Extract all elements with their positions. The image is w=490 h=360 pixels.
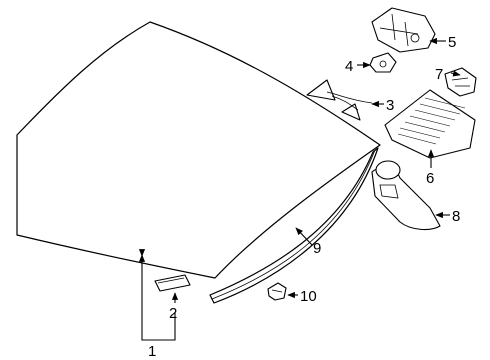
sensor-part <box>369 52 397 73</box>
callout-10-label: 10 <box>300 288 317 305</box>
retainer-clip-part <box>444 67 477 97</box>
callout-7-label: 7 <box>435 66 443 83</box>
clip-part <box>267 282 287 301</box>
callout-8-label: 8 <box>452 208 460 225</box>
wiring-harness-part <box>306 79 373 121</box>
callout-6-label: 6 <box>426 170 434 187</box>
callout-2-label: 2 <box>169 305 177 322</box>
callout-1-label: 1 <box>148 343 156 360</box>
callout-5-label: 5 <box>448 34 456 51</box>
callout-3-label: 3 <box>386 97 394 114</box>
callout-9-leader <box>295 227 313 246</box>
rearview-mirror-part <box>371 160 441 231</box>
callout-4-label: 4 <box>345 58 353 75</box>
molding-strip-part <box>209 147 379 304</box>
sensor-pad-part <box>154 274 191 292</box>
cover-part <box>384 89 476 159</box>
callout-1-leader <box>138 249 176 341</box>
windshield-glass <box>16 21 381 279</box>
camera-bracket-part <box>371 7 436 53</box>
callout-9-label: 9 <box>313 240 321 257</box>
callout-7-leader <box>450 70 461 77</box>
